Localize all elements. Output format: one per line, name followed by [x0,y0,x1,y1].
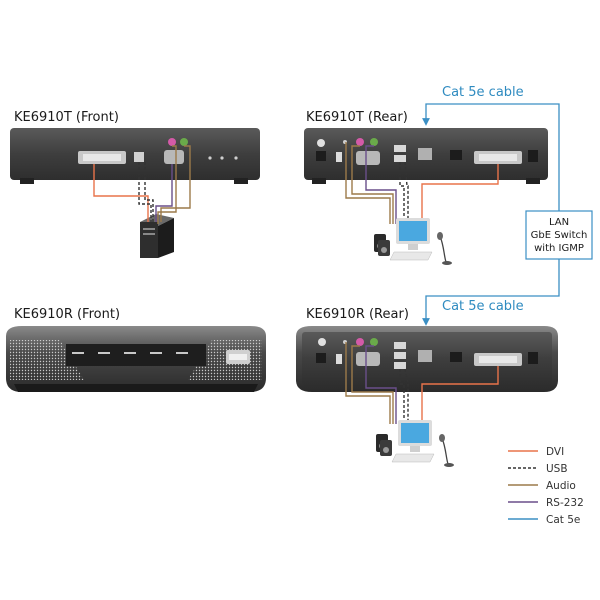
mic-jack [168,138,176,146]
tx-rear-cables [345,142,499,224]
legend-label: USB [546,463,568,475]
legend-label: Audio [546,480,576,492]
lan-switch: LAN GbE Switch with IGMP [525,210,593,260]
keyboard-icon [389,251,433,261]
usb-port [394,342,406,349]
usb-port [394,155,406,162]
pc-tower-icon [140,214,174,258]
tx-rear-label: KE6910T (Rear) [306,110,408,125]
mic-jack [356,138,364,146]
tx-front-label: KE6910T (Front) [14,110,119,125]
power-jack [316,151,326,161]
legend-label: DVI [546,446,564,458]
cable-label-bottom: Cat 5e cable [442,299,524,314]
usb-port [394,352,406,359]
rx-rear-label: KE6910R (Rear) [306,307,409,322]
serial-port [164,150,184,164]
switch-line-1: LAN [549,217,569,228]
rx-rear-unit [296,326,558,392]
usb-port [134,152,144,162]
rx-front-unit [6,326,266,392]
sfp-port [450,150,462,160]
switch-line-2: GbE Switch [531,230,588,241]
power-jack [528,352,538,364]
lan-port [418,350,432,362]
speaker-jack [370,338,378,346]
switch-line-3: with IGMP [534,243,584,254]
rx-rear-cables [345,342,499,424]
workstation-tx [374,218,452,265]
rx-front-label: KE6910R (Front) [14,307,120,322]
ground-screw [318,338,326,346]
serial-port [356,352,380,366]
tx-front-cables [93,145,191,224]
microphone-icon [441,437,449,465]
tx-front-unit [10,128,260,184]
workstation-rx [376,420,454,467]
lan-port [418,148,432,160]
power-jack [528,150,538,162]
sfp-port [450,352,462,362]
speaker-jack [180,138,188,146]
usb-port [394,145,406,152]
microphone-icon [439,235,447,263]
power-jack [316,353,326,363]
keyboard-icon [391,453,435,463]
legend-label: RS-232 [546,497,584,509]
ground-screw [317,139,325,147]
tx-rear-unit [304,128,548,184]
speaker-jack [370,138,378,146]
cat5e-cables [422,103,560,326]
serial-port [356,151,380,165]
usb-port [394,362,406,369]
legend-label: Cat 5e [546,514,580,526]
mic-jack [356,338,364,346]
cable-label-top: Cat 5e cable [442,85,524,100]
